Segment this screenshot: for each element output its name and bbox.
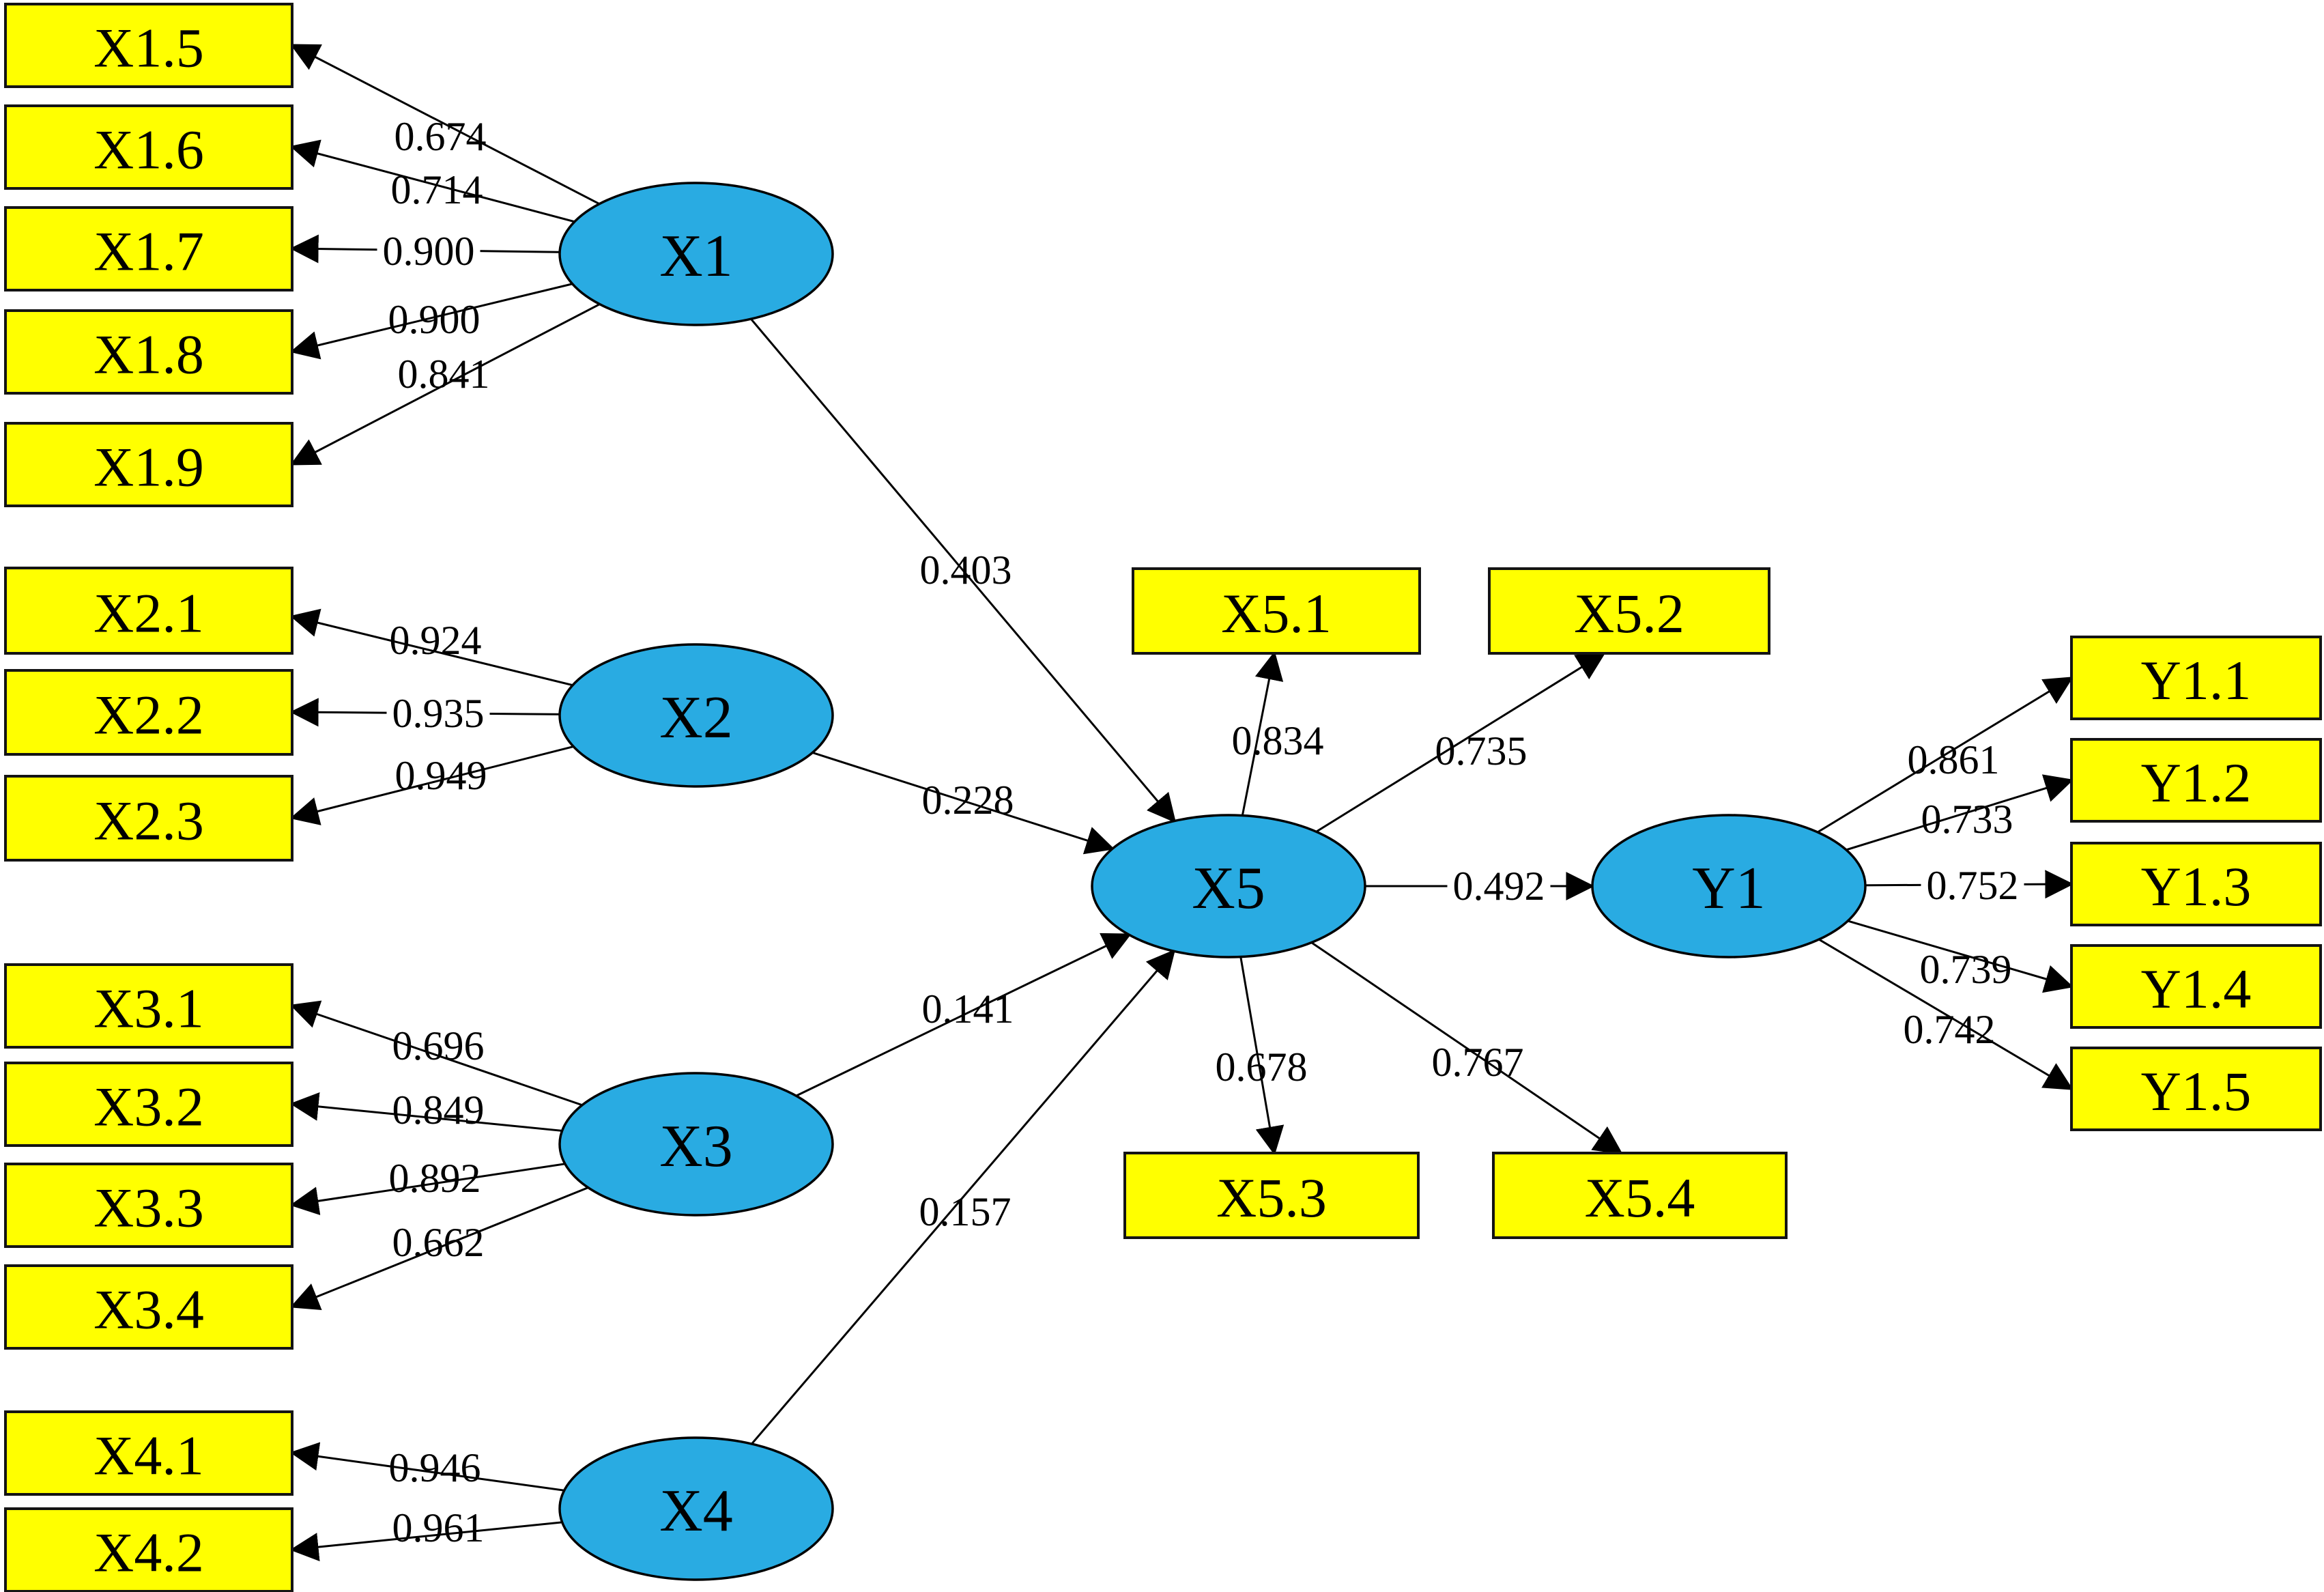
indicator-node-X1.6[interactable] [4, 104, 293, 190]
coef-label-X2-X2.1: 0.924 [390, 618, 482, 663]
latent-node-X5[interactable] [1091, 814, 1366, 958]
indicator-node-X4.2[interactable] [4, 1507, 293, 1592]
indicator-node-X3.4[interactable] [4, 1264, 293, 1350]
coef-label-bg-X1-X1.7 [377, 226, 480, 276]
node-label-Y1.2: Y1.2 [2141, 752, 2252, 814]
indicator-node-X5.3[interactable] [1123, 1152, 1420, 1239]
coef-label-X5-X5.2: 0.735 [1435, 728, 1527, 773]
coef-label-X2-X5: 0.228 [922, 778, 1014, 823]
node-label-X2: X2 [659, 685, 733, 751]
indicator-node-Y1.1[interactable] [2070, 636, 2322, 720]
indicator-node-X3.1[interactable] [4, 963, 293, 1049]
coef-label-Y1-Y1.2: 0.733 [1921, 797, 2013, 842]
coef-label-X4-X4.1: 0.946 [389, 1445, 481, 1490]
coef-label-X5-X5.4: 0.767 [1432, 1040, 1524, 1085]
node-label-X1.5: X1.5 [94, 16, 204, 79]
node-label-X2.3: X2.3 [94, 789, 204, 851]
node-label-X3.3: X3.3 [94, 1176, 204, 1238]
node-label-X5.3: X5.3 [1216, 1167, 1327, 1229]
coef-label-X4-X5: 0.157 [919, 1189, 1012, 1234]
coef-label-X1-X1.8: 0.900 [388, 297, 480, 342]
node-label-X1.6: X1.6 [94, 118, 204, 180]
node-label-X3.2: X3.2 [94, 1075, 204, 1137]
latent-node-Y1[interactable] [1591, 814, 1867, 958]
coef-label-bg-Y1-Y1.3 [1921, 860, 2024, 911]
node-label-X2.1: X2.1 [94, 582, 204, 644]
node-label-X5.4: X5.4 [1585, 1167, 1695, 1229]
indicator-node-X5.2[interactable] [1488, 567, 1770, 655]
node-label-X5: X5 [1192, 855, 1265, 922]
path-arrow-X4-X5[interactable] [695, 949, 1176, 1509]
node-label-Y1.5: Y1.5 [2141, 1060, 2252, 1122]
coef-label-Y1-Y1.3: 0.752 [1927, 863, 2019, 908]
indicator-node-X1.9[interactable] [4, 422, 293, 507]
indicator-node-X4.1[interactable] [4, 1410, 293, 1496]
latent-node-X4[interactable] [558, 1436, 834, 1581]
latent-node-X1[interactable] [558, 182, 834, 326]
indicator-node-X2.1[interactable] [4, 567, 293, 655]
node-label-X4.2: X4.2 [94, 1521, 204, 1583]
coef-label-X1-X1.6: 0.714 [391, 167, 483, 212]
coef-label-bg-X5-Y1 [1447, 861, 1551, 911]
indicator-node-Y1.5[interactable] [2070, 1047, 2322, 1131]
indicator-node-X2.3[interactable] [4, 775, 293, 862]
coef-label-X2-X2.2: 0.935 [392, 691, 485, 736]
node-label-Y1.1: Y1.1 [2141, 649, 2252, 711]
indicator-node-X5.4[interactable] [1492, 1152, 1788, 1239]
node-label-X5.2: X5.2 [1574, 582, 1684, 644]
coef-label-bg-X2-X2.2 [386, 688, 490, 739]
indicator-node-X3.2[interactable] [4, 1062, 293, 1147]
labels-layer: 0.674 0.714 0.900 0.900 0.841 0.924 0.935 0.949… [377, 114, 2024, 1550]
coef-label-X3-X3.2: 0.849 [392, 1088, 485, 1133]
node-label-X5.1: X5.1 [1221, 582, 1332, 644]
node-label-Y1.3: Y1.3 [2141, 855, 2252, 918]
indicator-node-X5.1[interactable] [1132, 567, 1421, 655]
indicator-node-Y1.3[interactable] [2070, 842, 2322, 926]
node-label-X1.9: X1.9 [94, 436, 204, 498]
indicator-node-X3.3[interactable] [4, 1163, 293, 1248]
coef-label-X1-X5: 0.403 [920, 548, 1012, 593]
coef-label-X5-Y1: 0.492 [1453, 864, 1545, 909]
node-label-Y1.4: Y1.4 [2141, 958, 2252, 1020]
node-label-X1.7: X1.7 [94, 220, 204, 282]
coef-label-X3-X3.1: 0.696 [392, 1023, 485, 1068]
latent-node-X2[interactable] [558, 643, 834, 788]
coef-label-X1-X1.9: 0.841 [398, 352, 490, 397]
path-arrow-X1-X5[interactable] [695, 253, 1177, 823]
indicator-node-X1.7[interactable] [4, 206, 293, 292]
node-label-X4: X4 [659, 1478, 733, 1544]
coef-label-X1-X1.7: 0.900 [383, 229, 475, 274]
coef-label-X3-X5: 0.141 [922, 986, 1014, 1032]
coef-label-X5-X5.3: 0.678 [1216, 1044, 1308, 1090]
coef-label-X3-X3.3: 0.892 [389, 1156, 481, 1201]
coef-label-X1-X1.5: 0.674 [394, 114, 487, 159]
indicator-node-X1.8[interactable] [4, 309, 293, 395]
coef-label-Y1-Y1.1: 0.861 [1908, 737, 2000, 782]
coef-label-X5-X5.1: 0.834 [1232, 718, 1324, 763]
coef-label-X3-X3.4: 0.662 [392, 1220, 485, 1265]
node-label-Y1: Y1 [1692, 855, 1766, 922]
indicator-node-X1.5[interactable] [4, 3, 293, 88]
node-label-X1: X1 [659, 223, 733, 289]
edges-layer [289, 44, 2074, 1561]
indicator-node-Y1.2[interactable] [2070, 738, 2322, 823]
node-label-X3: X3 [659, 1113, 733, 1180]
coef-label-X4-X4.2: 0.961 [392, 1505, 485, 1550]
coef-label-Y1-Y1.5: 0.742 [1904, 1007, 1996, 1052]
node-label-X3.4: X3.4 [94, 1278, 204, 1340]
indicator-node-X2.2[interactable] [4, 669, 293, 756]
node-label-X2.2: X2.2 [94, 683, 204, 745]
latent-node-X3[interactable] [558, 1072, 834, 1217]
node-label-X1.8: X1.8 [94, 323, 204, 385]
indicator-node-Y1.4[interactable] [2070, 944, 2322, 1029]
coef-label-X2-X2.3: 0.949 [395, 753, 487, 798]
node-label-X4.1: X4.1 [94, 1424, 204, 1486]
coef-label-Y1-Y1.4: 0.739 [1920, 947, 2012, 992]
node-label-X3.1: X3.1 [94, 977, 204, 1039]
